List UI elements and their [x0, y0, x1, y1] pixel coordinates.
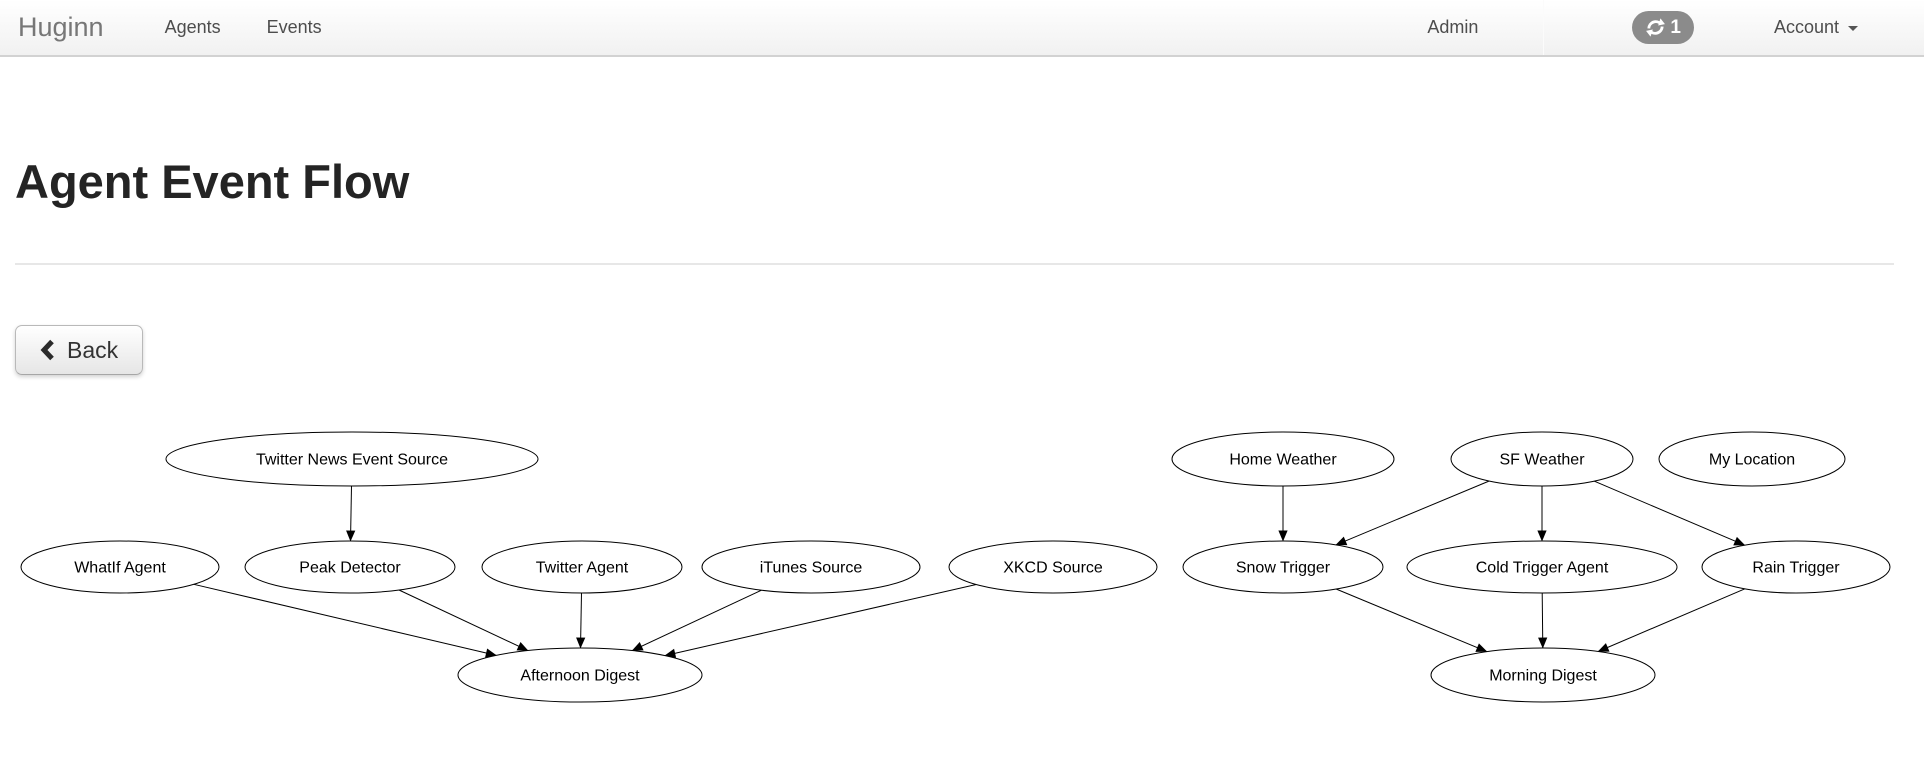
graph-edge-xkcd-source-to-afternoon-digest [664, 584, 977, 658]
graph-node-whatif-agent [20, 540, 220, 594]
graph-node-label-snow-trigger: Snow Trigger [1236, 560, 1331, 577]
graph-node-snow-trigger [1182, 540, 1384, 594]
graph-node-my-location [1658, 431, 1846, 487]
graph-node-twitter-news-event-source [165, 431, 539, 487]
graph-node-sf-weather [1450, 431, 1634, 487]
graph-edge-rain-trigger-to-morning-digest [1597, 588, 1746, 652]
graph-node-afternoon-digest [457, 647, 703, 703]
graph-node-label-peak-detector: Peak Detector [299, 560, 401, 577]
graph-node-rain-trigger [1701, 540, 1891, 594]
graph-node-label-twitter-news-event-source: Twitter News Event Source [256, 452, 448, 469]
graph-node-label-cold-trigger-agent: Cold Trigger Agent [1476, 560, 1609, 577]
graph-edge-sf-weather-to-rain-trigger [1593, 480, 1746, 546]
graph-node-label-rain-trigger: Rain Trigger [1752, 560, 1840, 577]
graph-edge-whatif-agent-to-afternoon-digest [193, 583, 497, 658]
back-button-label: Back [67, 336, 119, 363]
main-nav: Agents Events [142, 0, 345, 55]
graph-node-cold-trigger-agent [1406, 540, 1678, 594]
graph-node-home-weather [1171, 431, 1395, 487]
graph-node-label-afternoon-digest: Afternoon Digest [520, 668, 640, 685]
graph-node-label-xkcd-source: XKCD Source [1003, 560, 1103, 577]
toolbar: Back [15, 325, 1894, 375]
graph-node-label-home-weather: Home Weather [1229, 452, 1337, 469]
brand-link[interactable]: Huginn [18, 12, 104, 42]
graph-edge-twitter-agent-to-afternoon-digest [576, 592, 586, 649]
graph-node-label-whatif-agent: WhatIf Agent [74, 560, 166, 577]
refresh-icon [1645, 17, 1666, 38]
graph-node-label-itunes-source: iTunes Source [760, 560, 863, 577]
graph-edge-sf-weather-to-snow-trigger [1335, 480, 1490, 546]
graph-node-itunes-source [701, 540, 921, 594]
nav-item-agents[interactable]: Agents [164, 17, 221, 37]
graph-node-label-sf-weather: SF Weather [1499, 452, 1585, 469]
agent-flow-diagram: Twitter News Event Source Home Weather SF … [0, 418, 1924, 757]
divider [15, 263, 1894, 265]
graph-node-label-my-location: My Location [1709, 452, 1795, 469]
chevron-left-icon [40, 339, 55, 361]
account-label: Account [1773, 17, 1839, 37]
job-queue-badge[interactable]: 1 [1632, 11, 1694, 44]
graph-node-label-morning-digest: Morning Digest [1489, 668, 1597, 685]
agent-flow-svg: Twitter News Event Source Home Weather SF … [20, 431, 1891, 703]
page-title: Agent Event Flow [15, 155, 410, 208]
graph-node-morning-digest [1430, 647, 1656, 703]
back-button[interactable]: Back [15, 325, 144, 375]
graph-edge-itunes-source-to-afternoon-digest [631, 589, 762, 652]
caret-down-icon [1848, 26, 1858, 31]
navbar-divider [1543, 0, 1545, 55]
graph-edge-peak-detector-to-afternoon-digest [398, 589, 529, 652]
account-dropdown[interactable]: Account [1774, 17, 1924, 38]
graph-node-peak-detector [244, 540, 456, 594]
navbar-right: Admin 1 Account [1404, 0, 1924, 55]
nav-item-events[interactable]: Events [266, 17, 322, 37]
main-content: Agent Event Flow Back [0, 156, 1924, 375]
graph-edge-cold-trigger-agent-to-morning-digest [1538, 592, 1548, 649]
nav-item-admin[interactable]: Admin [1427, 17, 1479, 37]
graph-edge-twitter-news-event-source-to-peak-detector [346, 485, 356, 542]
graph-node-twitter-agent [481, 540, 683, 594]
navbar: Huginn Agents Events Admin 1 Account [0, 0, 1924, 57]
job-count: 1 [1670, 16, 1681, 38]
graph-node-xkcd-source [948, 540, 1158, 594]
graph-node-label-twitter-agent: Twitter Agent [536, 560, 629, 577]
graph-edge-snow-trigger-to-morning-digest [1335, 588, 1488, 653]
